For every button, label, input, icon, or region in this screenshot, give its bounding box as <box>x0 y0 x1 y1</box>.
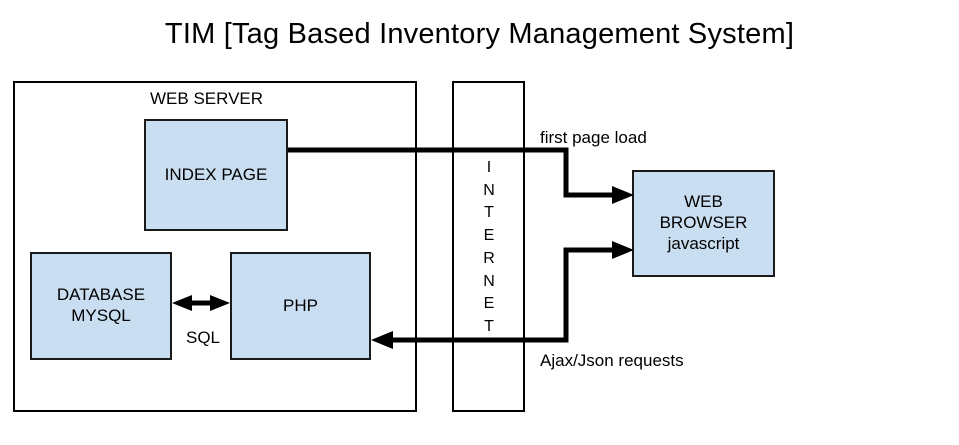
node-php[interactable]: PHP <box>230 252 371 360</box>
node-database-label-line1: DATABASE <box>56 285 146 305</box>
node-database-mysql[interactable]: DATABASE MYSQL <box>30 252 172 360</box>
node-database-label-line2: MYSQL <box>71 306 131 325</box>
internet-letter: I <box>486 159 492 176</box>
connector-label-sql: SQL <box>186 328 221 347</box>
node-web-browser-label-line1: WEB <box>684 192 723 212</box>
internet-letter: N <box>483 272 495 290</box>
node-web-browser-label-line3: javascript <box>667 233 740 253</box>
internet-letter: T <box>484 204 494 222</box>
internet-letter: R <box>483 249 495 267</box>
node-web-browser-label-line2: BROWSER <box>659 213 748 233</box>
page-title: TIM [Tag Based Inventory Management Syst… <box>164 18 795 50</box>
internet-letter: T <box>484 317 494 335</box>
internet-letter: E <box>483 227 495 245</box>
node-index-page[interactable]: INDEX PAGE <box>144 119 288 231</box>
connector-label-ajax-json: Ajax/Json requests <box>540 351 684 370</box>
node-php-label: PHP <box>283 295 318 315</box>
node-index-page-label: INDEX PAGE <box>164 164 268 184</box>
internet-label: I N T E R N E T <box>474 160 504 335</box>
internet-letter: N <box>483 181 495 199</box>
node-web-browser[interactable]: WEB BROWSER javascript <box>632 170 775 277</box>
connector-label-first-page-load: first page load <box>540 128 647 147</box>
internet-letter: E <box>483 295 495 313</box>
web-server-label: WEB SERVER <box>150 89 264 108</box>
internet-container <box>452 81 525 412</box>
